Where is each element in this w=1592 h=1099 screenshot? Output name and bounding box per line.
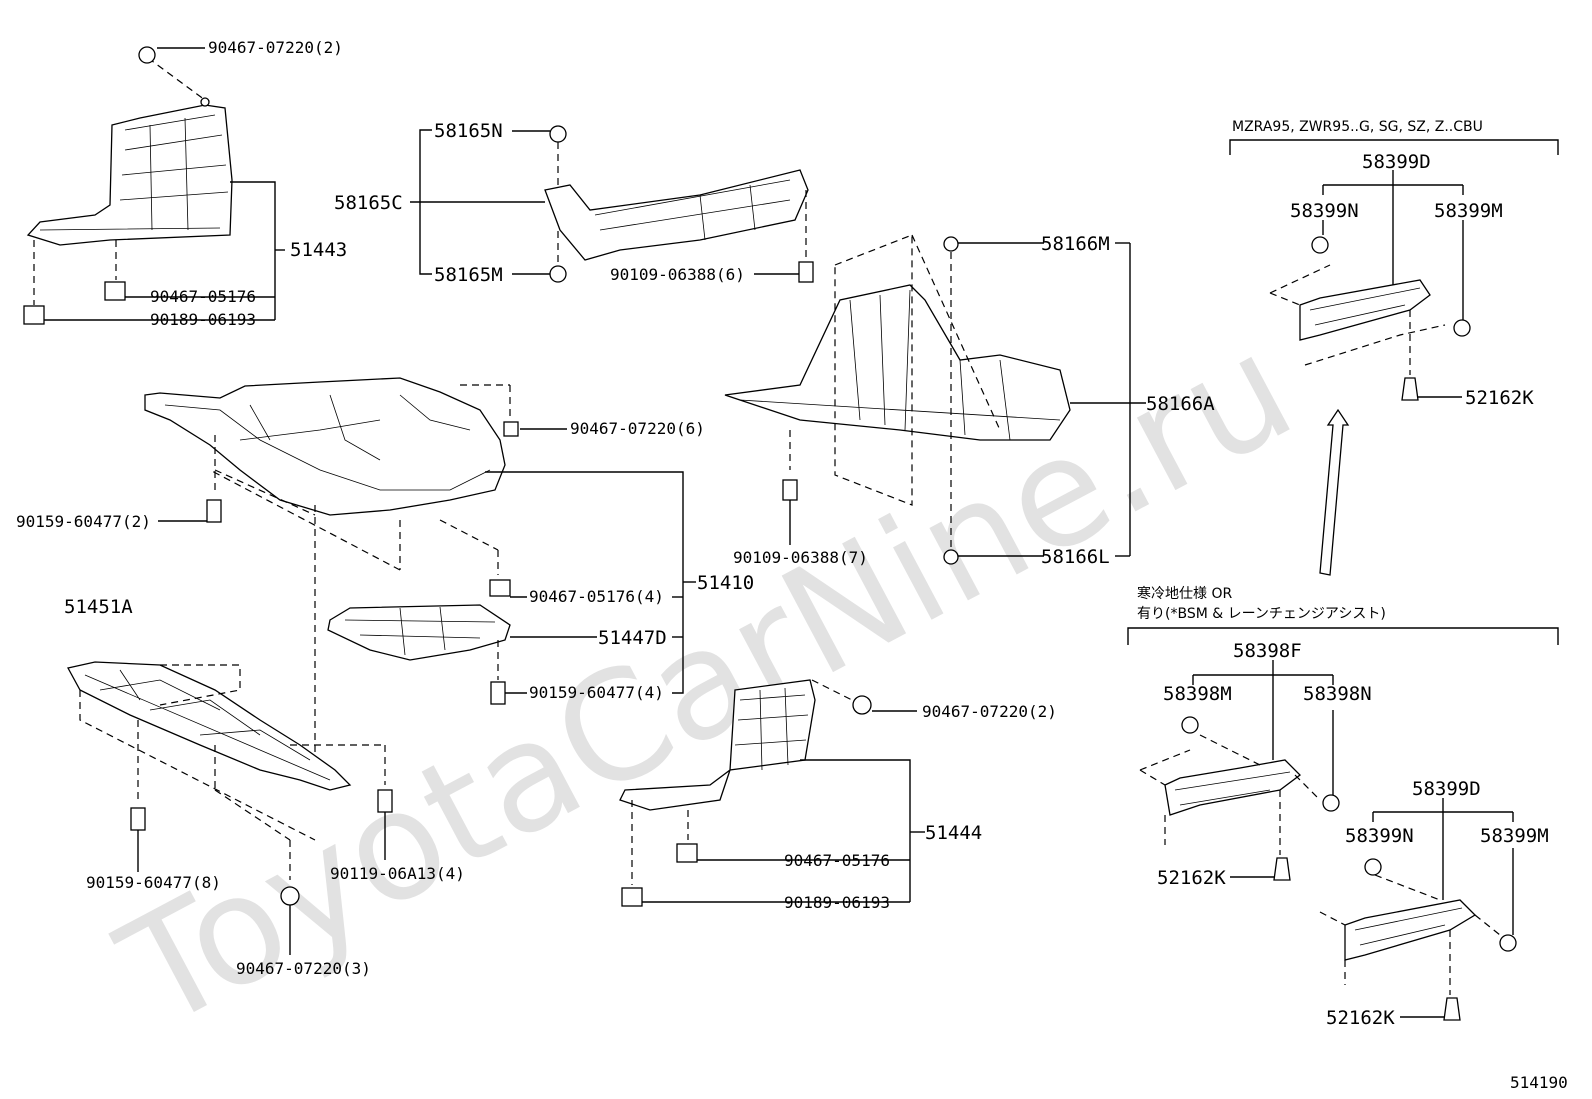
label-58398F: 58398F bbox=[1233, 640, 1302, 662]
label-51410: 51410 bbox=[697, 572, 754, 594]
pushpin-icon bbox=[1443, 997, 1461, 1021]
bolt-icon bbox=[206, 499, 222, 523]
variant-note-b-line2: 有り(*BSM & レーンチェンジアシスト) bbox=[1137, 606, 1386, 622]
label-58398N: 58398N bbox=[1303, 683, 1372, 705]
variant-note-b-line1: 寒冷地仕様 OR bbox=[1137, 585, 1232, 602]
bolt-icon bbox=[798, 261, 814, 283]
label-51447D: 51447D bbox=[598, 627, 667, 649]
label-90467-05176-b: 90467-05176 bbox=[784, 851, 890, 870]
label-90189-06193-b: 90189-06193 bbox=[784, 893, 890, 912]
grommet-icon bbox=[943, 549, 959, 565]
pushpin-icon bbox=[1273, 857, 1291, 881]
part-51444-shape bbox=[619, 679, 816, 811]
label-52162K-b: 52162K bbox=[1157, 867, 1226, 889]
nut-icon bbox=[1499, 934, 1517, 952]
label-58398M: 58398M bbox=[1163, 683, 1232, 705]
nut-icon bbox=[1453, 319, 1471, 337]
bolt-icon bbox=[377, 789, 393, 813]
nut-icon bbox=[1364, 858, 1382, 876]
bolt-icon bbox=[782, 479, 798, 501]
label-51451A: 51451A bbox=[64, 596, 133, 618]
label-90467-05176-a: 90467-05176 bbox=[150, 287, 256, 306]
nut-icon bbox=[1181, 716, 1199, 734]
label-90159-60477-4: 90159-60477(4) bbox=[529, 683, 664, 702]
label-90109-06388-7: 90109-06388(7) bbox=[733, 548, 868, 567]
label-58165C: 58165C bbox=[334, 192, 403, 214]
label-90467-07220-3: 90467-07220(3) bbox=[236, 959, 371, 978]
variant-note-a: MZRA95, ZWR95..G, SG, SZ, Z..CBU bbox=[1232, 119, 1483, 135]
clip-icon bbox=[503, 421, 519, 437]
diagram-id: 514190 bbox=[1510, 1073, 1568, 1092]
part-58399D-shape bbox=[1299, 279, 1431, 341]
label-90159-60477-8: 90159-60477(8) bbox=[86, 873, 221, 892]
label-58399D-b: 58399D bbox=[1412, 778, 1481, 800]
part-51410-shape bbox=[144, 377, 506, 516]
label-58166A: 58166A bbox=[1146, 393, 1215, 415]
clip-icon bbox=[676, 843, 698, 863]
clip-icon bbox=[280, 886, 300, 906]
pushpin-icon bbox=[1401, 377, 1419, 401]
clip-icon bbox=[621, 887, 643, 907]
label-90467-07220-2-mid: 90467-07220(2) bbox=[922, 702, 1057, 721]
bolt-icon bbox=[130, 807, 146, 831]
label-90119-06A13-4: 90119-06A13(4) bbox=[330, 864, 465, 883]
clip-icon bbox=[138, 46, 156, 64]
arrow-up-icon bbox=[1319, 408, 1350, 576]
label-52162K-c: 52162K bbox=[1326, 1007, 1395, 1029]
clip-icon bbox=[104, 281, 126, 301]
label-58399M-b: 58399M bbox=[1480, 825, 1549, 847]
part-58166A-shape bbox=[724, 284, 1071, 441]
label-58399D-a: 58399D bbox=[1362, 151, 1431, 173]
label-90189-06193-a: 90189-06193 bbox=[150, 310, 256, 329]
clip-icon bbox=[23, 305, 45, 325]
clip-icon bbox=[852, 695, 872, 715]
part-58399D-lower-shape bbox=[1344, 899, 1477, 961]
label-51443: 51443 bbox=[290, 239, 347, 261]
label-58165N: 58165N bbox=[434, 120, 503, 142]
part-51451A-shape bbox=[67, 661, 352, 791]
nut-icon bbox=[549, 265, 567, 283]
label-58399M-a: 58399M bbox=[1434, 200, 1503, 222]
label-90467-07220-2-top: 90467-07220(2) bbox=[208, 38, 343, 57]
nut-icon bbox=[1311, 236, 1329, 254]
bolt-icon bbox=[490, 681, 506, 705]
label-58399N-b: 58399N bbox=[1345, 825, 1414, 847]
label-90109-06388-6: 90109-06388(6) bbox=[610, 265, 745, 284]
part-51443-shape bbox=[26, 97, 233, 246]
nut-icon bbox=[1322, 794, 1340, 812]
part-58398F-shape bbox=[1164, 759, 1301, 816]
label-58165M: 58165M bbox=[434, 264, 503, 286]
label-90467-05176-4: 90467-05176(4) bbox=[529, 587, 664, 606]
label-51444: 51444 bbox=[925, 822, 982, 844]
clip-icon bbox=[489, 579, 511, 597]
label-58399N-a: 58399N bbox=[1290, 200, 1359, 222]
label-58166M: 58166M bbox=[1041, 233, 1110, 255]
grommet-icon bbox=[549, 125, 567, 143]
label-90159-60477-2: 90159-60477(2) bbox=[16, 512, 151, 531]
grommet-icon bbox=[943, 236, 959, 252]
label-90467-07220-6: 90467-07220(6) bbox=[570, 419, 705, 438]
label-52162K-a: 52162K bbox=[1465, 387, 1534, 409]
part-58165C-shape bbox=[544, 169, 809, 261]
part-51447D-shape bbox=[327, 604, 511, 661]
label-58166L: 58166L bbox=[1041, 546, 1110, 568]
